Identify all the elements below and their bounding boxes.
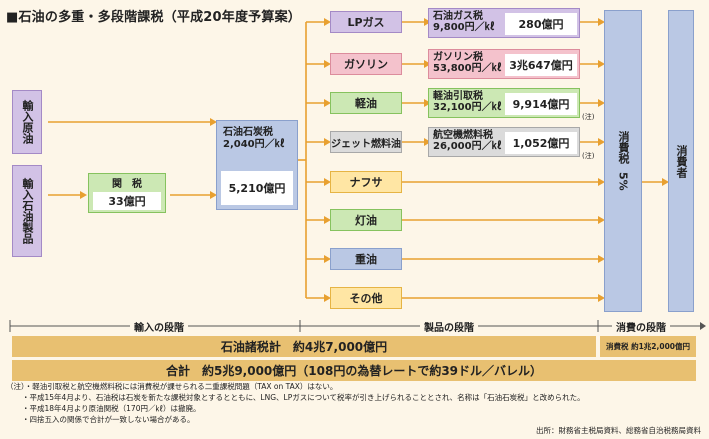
consumption-tax-total-band: 消費税 約1兆2,000億円 [600, 336, 696, 357]
petroleum-coal-tax-rate: 2,040円／㎘ [223, 139, 285, 150]
product-gasoline: ガソリン [330, 53, 402, 75]
diesel-tax-rate: 32,100円／㎘ [433, 102, 502, 113]
consumption-tax-box: 消費税 5% [604, 10, 642, 312]
consumption-tax-label: 消費税 [617, 131, 630, 165]
product-kerosene: 灯油 [330, 209, 402, 231]
product-naphtha: ナフサ [330, 171, 402, 193]
stage-consumption-label: 消費の段階 [612, 319, 670, 334]
customs-amount: 33億円 [93, 192, 161, 210]
lpg-tax-name: 石油ガス税 [433, 11, 483, 22]
stage-product-label: 製品の段階 [420, 319, 478, 334]
note-2: ・平成15年4月より、石油税は石炭を新たな課税対象とするとともに、LNG、LPガ… [22, 393, 585, 402]
note-4: ・四捨五入の関係で合計が一致しない場合がある。 [22, 415, 195, 424]
page-title: ■石油の多重・多段階課税（平成20年度予算案） [6, 10, 301, 25]
customs-duty-box: 関 税 33億円 [88, 173, 166, 213]
source-credit: 出所：財務省主税局資料、総務省自治税務局資料 [536, 426, 701, 435]
diesel-tax-amount: 9,914億円 [505, 93, 577, 115]
jet-fuel-tax-rate: 26,000円／㎘ [433, 141, 502, 152]
stage-import-label: 輸入の段階 [130, 319, 188, 334]
product-jet-fuel: ジェット燃料油 [330, 131, 402, 153]
product-heavy-oil: 重油 [330, 248, 402, 270]
gasoline-tax-amount: 3兆647億円 [505, 54, 577, 76]
jet-fuel-tax-name: 航空機燃料税 [433, 130, 493, 141]
petroleum-taxes-total-band: 石油諸税計 約4兆7,000億円 [12, 336, 596, 357]
petroleum-product-import-box: 輸入石油製品 [12, 165, 42, 257]
product-other: その他 [330, 287, 402, 309]
lpg-tax-rate: 9,800円／㎘ [433, 22, 495, 33]
note-3: ・平成18年4月より原油関税（170円／㎘）は撤廃。 [22, 404, 201, 413]
product-lpg: LPガス [330, 11, 402, 33]
consumption-tax-rate: 5% [616, 172, 630, 191]
diesel-note-marker: (注) [582, 113, 595, 121]
customs-label: 関 税 [112, 178, 142, 190]
jet-fuel-tax-amount: 1,052億円 [505, 132, 577, 154]
product-diesel: 軽油 [330, 92, 402, 114]
gasoline-tax-name: ガソリン税 [433, 52, 483, 63]
petroleum-coal-tax-amount: 5,210億円 [221, 171, 293, 205]
notes-block: （注）・軽油引取税と航空機燃料税には消費税が課せられる二重課税問題（TAX on… [6, 381, 585, 425]
consumer-box: 消費者 [668, 10, 694, 312]
gasoline-tax-rate: 53,800円／㎘ [433, 63, 502, 74]
grand-total-band: 合計 約5兆9,000億円（108円の為替レートで約39ドル／バレル） [12, 360, 696, 381]
lpg-tax-amount: 280億円 [505, 13, 577, 35]
diesel-tax-name: 軽油引取税 [433, 91, 483, 102]
crude-oil-import-box: 輸入原油 [12, 90, 42, 154]
petroleum-coal-tax-box: 石油石炭税 2,040円／㎘ 5,210億円 [216, 120, 298, 210]
jet-fuel-note-marker: (注) [582, 152, 595, 160]
note-1: （注）・軽油引取税と航空機燃料税には消費税が課せられる二重課税問題（TAX on… [6, 382, 338, 391]
petroleum-coal-tax-label: 石油石炭税 [223, 127, 273, 138]
